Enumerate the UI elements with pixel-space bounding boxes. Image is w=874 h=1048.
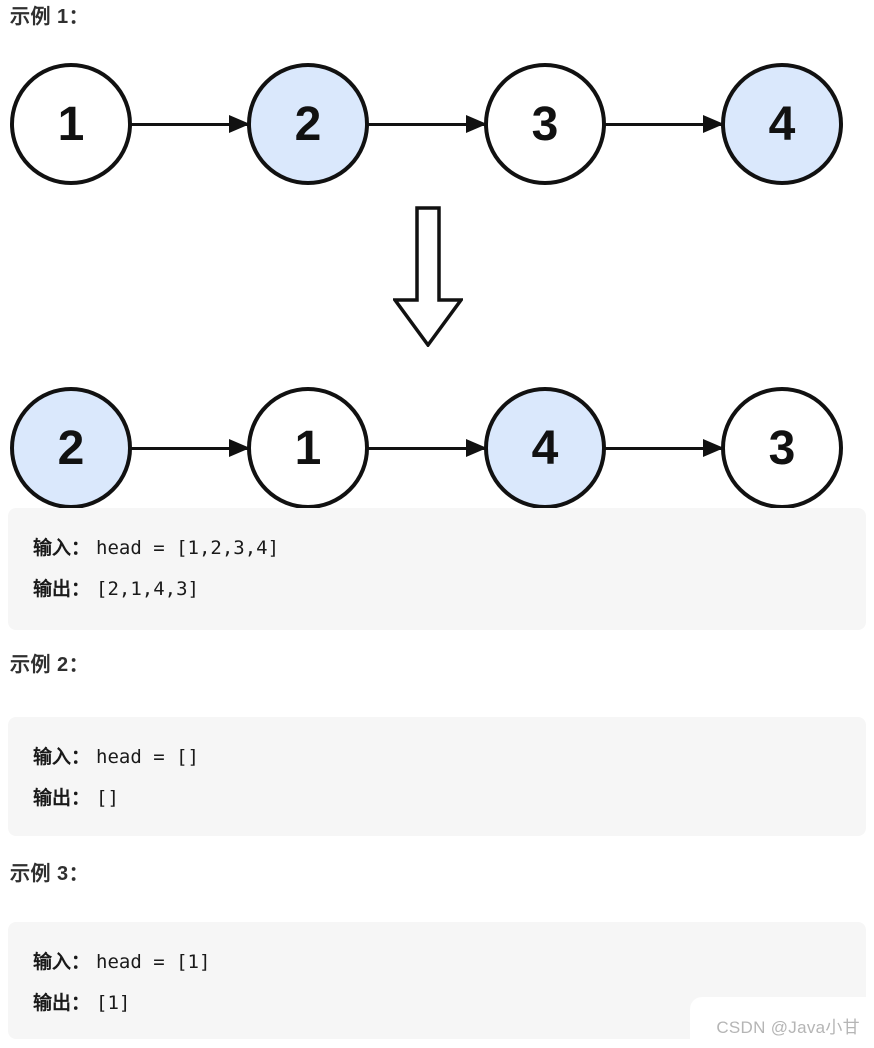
next-pointer-arrow	[605, 122, 722, 126]
input-label: 输入：	[33, 952, 91, 973]
input-value: head = [1,2,3,4]	[96, 537, 280, 559]
input-value: head = []	[96, 746, 199, 768]
output-label: 输出：	[33, 993, 91, 1014]
list-node: 1	[10, 63, 132, 185]
output-value: [2,1,4,3]	[96, 578, 199, 600]
input-value: head = [1]	[96, 951, 211, 973]
csdn-watermark: CSDN @Java小甘	[690, 997, 874, 1048]
list-node: 1	[247, 387, 369, 509]
example-3-input-line: 输入：head = [1]	[33, 942, 842, 983]
list-node: 2	[10, 387, 132, 509]
transform-down-arrow-icon	[393, 206, 463, 347]
example-3-output-line: 输出：[1]	[33, 983, 842, 1024]
example-2-heading: 示例 2：	[10, 654, 90, 676]
output-value: []	[96, 787, 119, 809]
output-value: [1]	[96, 992, 131, 1014]
example-3-io-block: 输入：head = [1] 输出：[1]	[8, 922, 866, 1039]
next-pointer-arrow	[131, 122, 248, 126]
example-1-input-line: 输入：head = [1,2,3,4]	[33, 528, 842, 569]
next-pointer-arrow	[368, 122, 485, 126]
watermark-text: CSDN @Java小甘	[716, 1018, 860, 1037]
next-pointer-arrow	[131, 446, 248, 450]
list-node: 3	[484, 63, 606, 185]
example-1-io-block: 输入：head = [1,2,3,4] 输出：[2,1,4,3]	[8, 508, 866, 630]
next-pointer-arrow	[368, 446, 485, 450]
output-label: 输出：	[33, 788, 91, 809]
list-node: 3	[721, 387, 843, 509]
example-1-output-line: 输出：[2,1,4,3]	[33, 569, 842, 610]
example-3-heading: 示例 3：	[10, 863, 90, 885]
example-1-heading: 示例 1：	[10, 6, 90, 28]
output-label: 输出：	[33, 579, 91, 600]
input-label: 输入：	[33, 747, 91, 768]
next-pointer-arrow	[605, 446, 722, 450]
list-node: 4	[721, 63, 843, 185]
input-label: 输入：	[33, 538, 91, 559]
example-2-output-line: 输出：[]	[33, 778, 842, 819]
list-node: 4	[484, 387, 606, 509]
list-node: 2	[247, 63, 369, 185]
example-2-input-line: 输入：head = []	[33, 737, 842, 778]
example-2-io-block: 输入：head = [] 输出：[]	[8, 717, 866, 836]
